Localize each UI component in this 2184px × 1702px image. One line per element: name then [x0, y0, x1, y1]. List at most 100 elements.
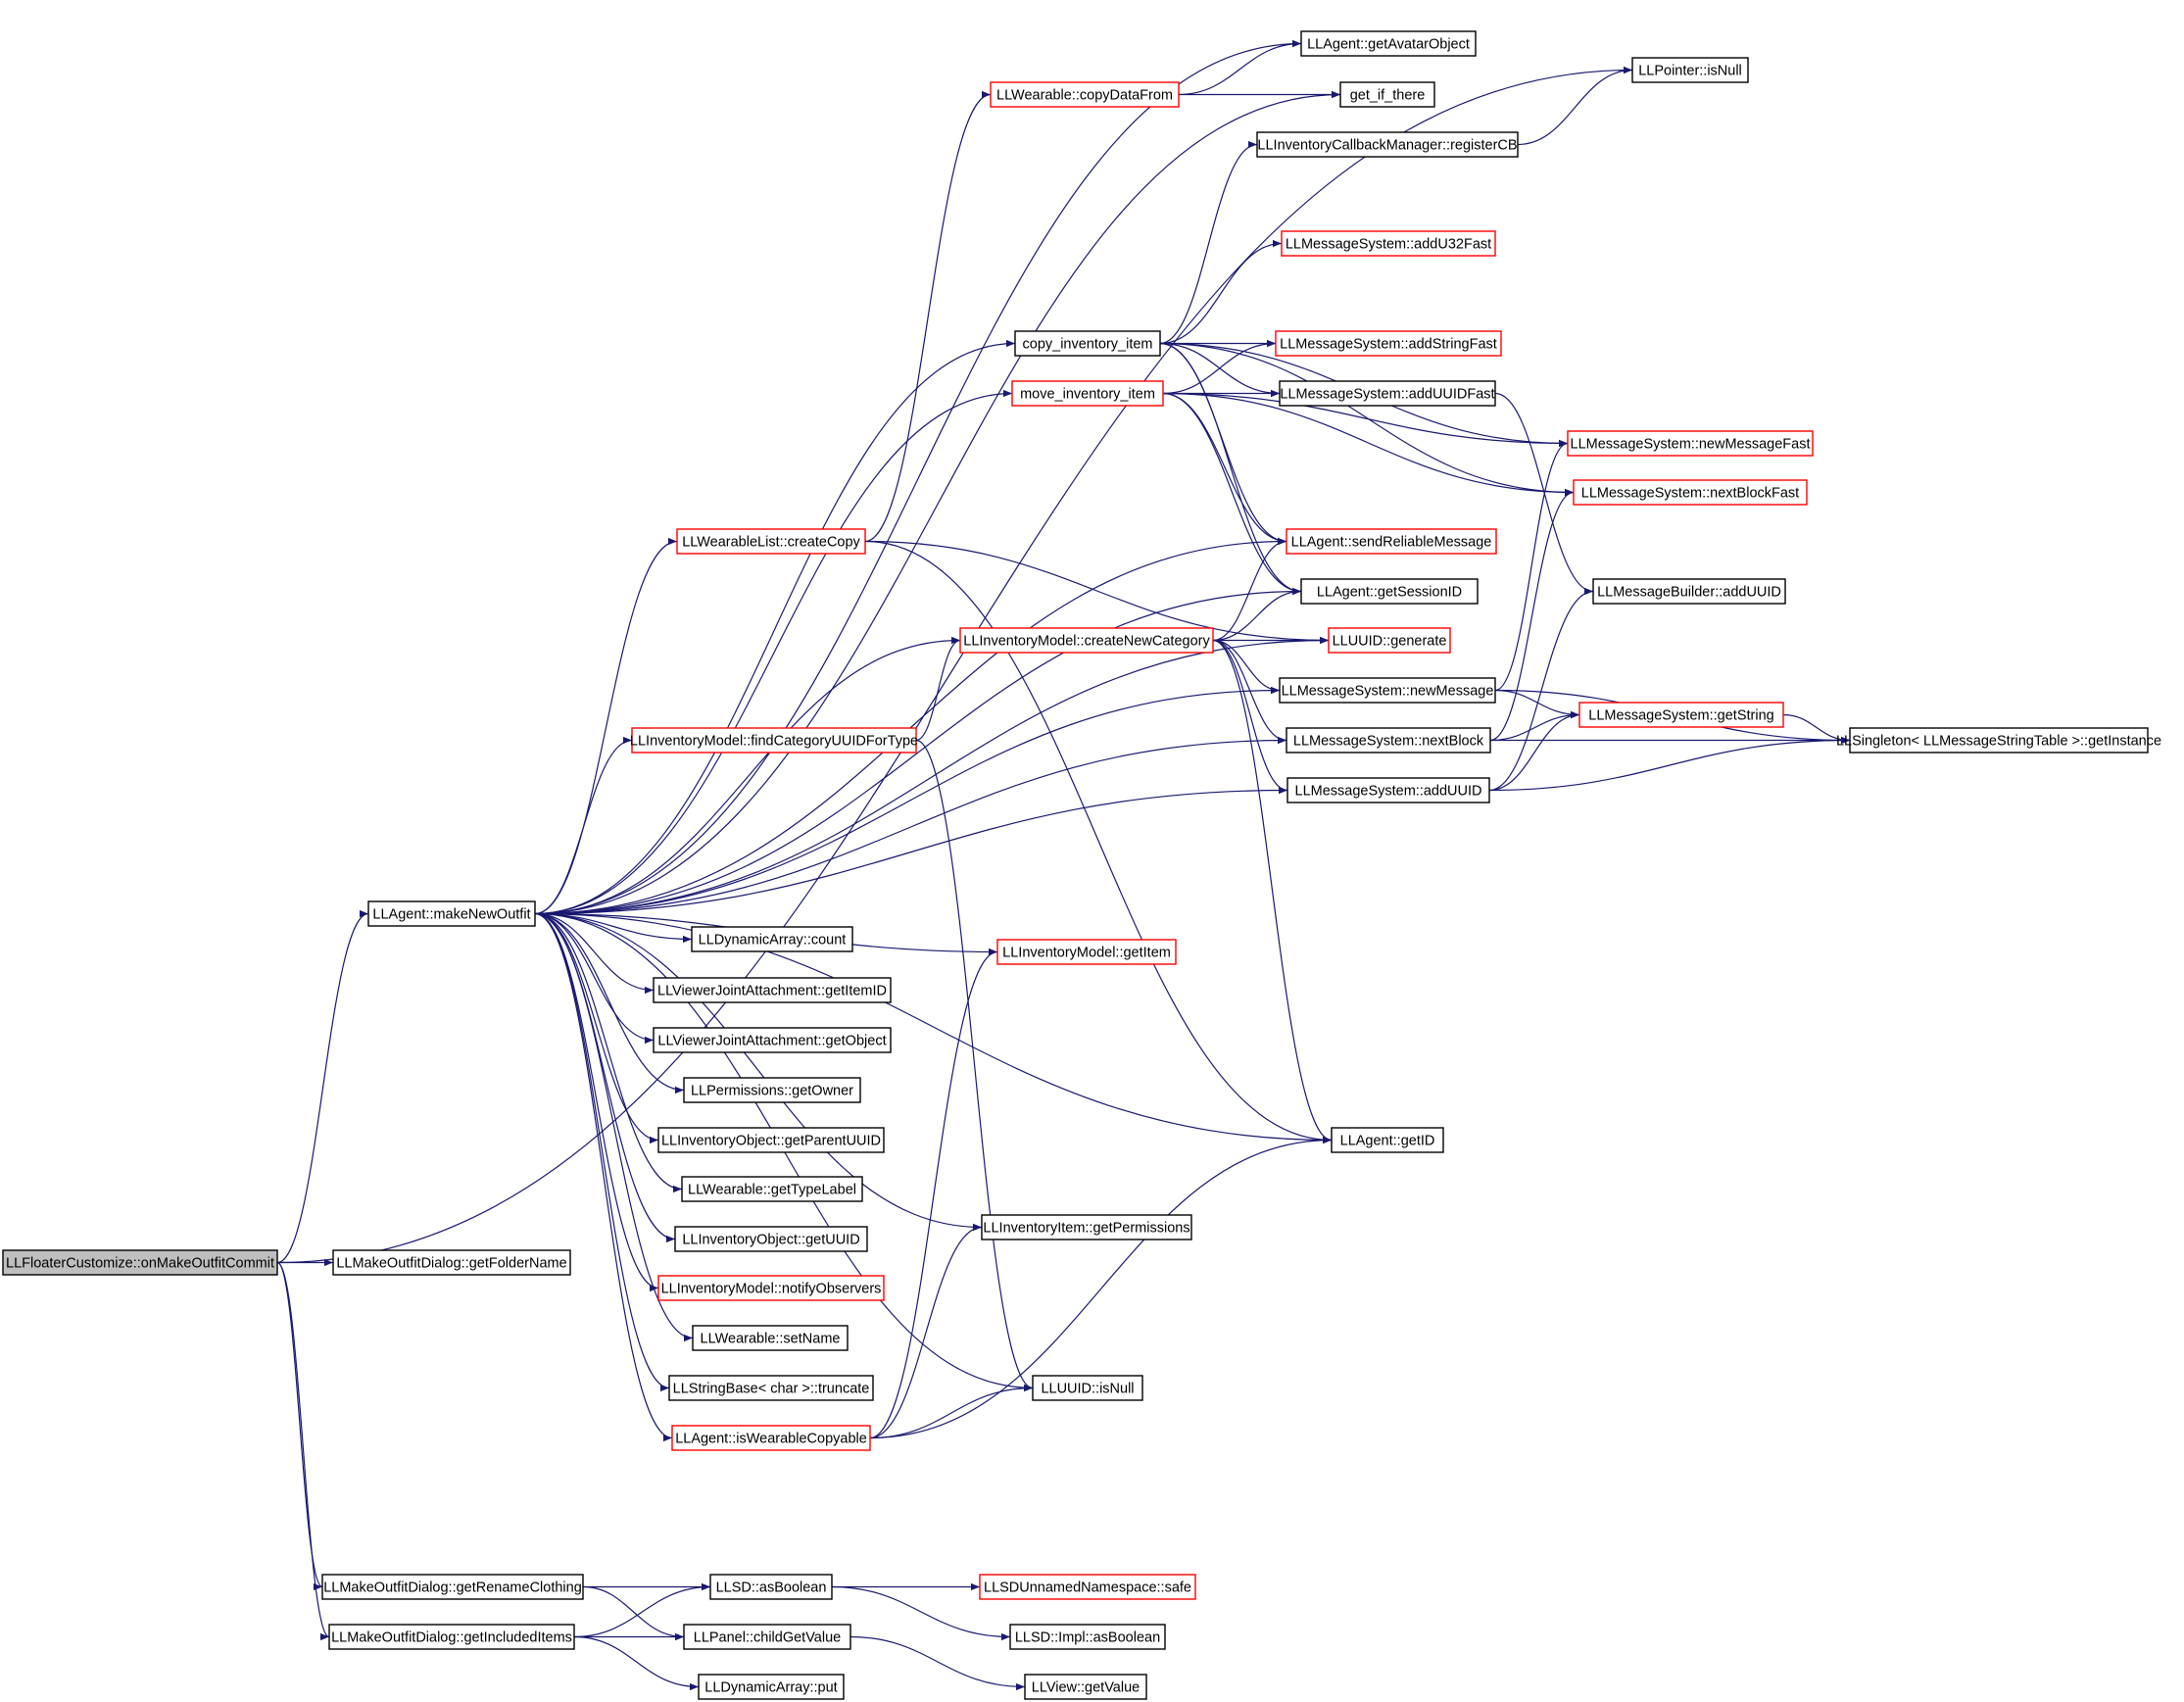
node-copyInventoryItem[interactable]: copy_inventory_item: [1014, 330, 1161, 357]
node-copyDataFrom[interactable]: LLWearable::copyDataFrom: [990, 81, 1180, 108]
edge-isWearableCopyable-to-getItem: [869, 948, 998, 1439]
node-newMessageFast[interactable]: LLMessageSystem::newMessageFast: [1567, 430, 1814, 457]
node-getOwner[interactable]: LLPermissions::getOwner: [683, 1077, 861, 1103]
node-truncate[interactable]: LLStringBase< char >::truncate: [668, 1375, 874, 1401]
node-getItem[interactable]: LLInventoryModel::getItem: [996, 939, 1177, 965]
node-label: LLMessageBuilder::addUUID: [1597, 585, 1781, 601]
node-box: [671, 1425, 871, 1451]
node-viewGetValue[interactable]: LLView::getValue: [1024, 1674, 1147, 1700]
edge-getRenameClothing-to-childGetValue: [582, 1585, 685, 1641]
node-setName[interactable]: LLWearable::setName: [692, 1325, 849, 1351]
node-box: [1011, 380, 1164, 407]
edge-makeNewOutfit-to-isWearableCopyable: [534, 912, 673, 1442]
node-getPermissions[interactable]: LLInventoryItem::getPermissions: [981, 1214, 1192, 1240]
node-root[interactable]: LLFloaterCustomize::onMakeOutfitCommit: [2, 1249, 278, 1276]
node-box: [1578, 702, 1784, 728]
node-newMessage[interactable]: LLMessageSystem::newMessage: [1279, 677, 1496, 704]
edge-getIncludedItems-to-dynPut: [573, 1635, 700, 1691]
edge-getString-to-getInstance: [1782, 713, 1851, 745]
node-getUUID[interactable]: LLInventoryObject::getUUID: [674, 1226, 868, 1252]
node-getTypeLabel[interactable]: LLWearable::getTypeLabel: [681, 1176, 863, 1202]
node-moveInventoryItem[interactable]: move_inventory_item: [1011, 380, 1164, 407]
node-getString[interactable]: LLMessageSystem::getString: [1578, 702, 1784, 728]
node-label: LLWearable::getTypeLabel: [688, 1183, 856, 1198]
node-ptrIsNull[interactable]: LLPointer::isNull: [1631, 57, 1749, 83]
node-getIncludedItems[interactable]: LLMakeOutfitDialog::getIncludedItems: [328, 1624, 575, 1650]
node-safe[interactable]: LLSDUnnamedNamespace::safe: [979, 1574, 1196, 1600]
node-notifyObservers[interactable]: LLInventoryModel::notifyObservers: [657, 1275, 885, 1301]
edge-copyInventoryItem-to-registerCB: [1159, 140, 1258, 345]
edge-msgAddUUID-to-builderAddUUID: [1488, 587, 1594, 792]
edge-nextBlock-to-nextBlockFast: [1489, 488, 1575, 742]
node-uuidIsNull[interactable]: LLUUID::isNull: [1032, 1375, 1143, 1401]
node-msgAddUUID[interactable]: LLMessageSystem::addUUID: [1286, 777, 1490, 803]
node-box: [683, 1077, 861, 1103]
node-getInstance[interactable]: LLSingleton< LLMessageStringTable >::get…: [1836, 727, 2161, 754]
node-createNewCategory[interactable]: LLInventoryModel::createNewCategory: [959, 627, 1214, 654]
edge-makeNewOutfit-to-getIfThere: [534, 90, 1341, 915]
edge-makeNewOutfit-to-newMessage: [534, 686, 1281, 915]
node-getRenameClothing[interactable]: LLMakeOutfitDialog::getRenameClothing: [321, 1574, 584, 1600]
node-box: [691, 926, 853, 952]
edge-createNewCategory-to-sendReliableMessage: [1212, 537, 1287, 642]
node-box: [692, 1325, 849, 1351]
node-label: LLFloaterCustomize::onMakeOutfitCommit: [6, 1256, 274, 1272]
node-nextBlock[interactable]: LLMessageSystem::nextBlock: [1286, 727, 1491, 754]
edge-findCategory-to-createNewCategory: [915, 636, 961, 742]
node-label: copy_inventory_item: [1023, 337, 1153, 353]
node-label: LLAgent::getAvatarObject: [1307, 37, 1470, 53]
edge-msgAddUUID-to-getInstance: [1488, 736, 1851, 792]
edge-root-to-getIncludedItems: [276, 1261, 330, 1640]
node-label: LLView::getValue: [1032, 1680, 1140, 1696]
edge-makeNewOutfit-to-msgAddUUID: [534, 786, 1288, 915]
node-box: [674, 1226, 868, 1252]
edge-createCopy-to-copyDataFrom: [864, 90, 992, 543]
node-addUUIDFast[interactable]: LLMessageSystem::addUUIDFast: [1279, 380, 1496, 407]
node-getAvatarObject[interactable]: LLAgent::getAvatarObject: [1300, 30, 1477, 57]
node-box: [996, 939, 1177, 965]
node-box: [1275, 330, 1502, 357]
edge-makeNewOutfit-to-moveInventoryItem: [534, 389, 1013, 915]
edge-childGetValue-to-viewGetValue: [849, 1635, 1026, 1691]
node-nextBlockFast[interactable]: LLMessageSystem::nextBlockFast: [1573, 479, 1808, 506]
edge-root-to-getRenameClothing: [276, 1261, 323, 1590]
node-addStringFast[interactable]: LLMessageSystem::addStringFast: [1275, 330, 1502, 357]
node-getFolderName[interactable]: LLMakeOutfitDialog::getFolderName: [332, 1249, 571, 1276]
node-createCopy[interactable]: LLWearableList::createCopy: [676, 528, 866, 555]
node-label: LLMessageSystem::nextBlock: [1293, 734, 1484, 750]
node-box: [1849, 727, 2149, 754]
node-dynPut[interactable]: LLDynamicArray::put: [698, 1674, 845, 1700]
node-getIfThere[interactable]: get_if_there: [1339, 81, 1435, 108]
node-box: [959, 627, 1214, 654]
edge-isWearableCopyable-to-uuidIsNull: [869, 1384, 1034, 1439]
node-box: [1300, 578, 1479, 605]
node-builderAddUUID[interactable]: LLMessageBuilder::addUUID: [1592, 578, 1786, 605]
node-makeNewOutfit[interactable]: LLAgent::makeNewOutfit: [367, 900, 536, 927]
node-findCategory[interactable]: LLInventoryModel::findCategoryUUIDForTyp…: [630, 727, 918, 754]
node-registerCB[interactable]: LLInventoryCallbackManager::registerCB: [1256, 131, 1519, 158]
edge-copyInventoryItem-to-getSessionID: [1159, 342, 1302, 596]
node-getObject[interactable]: LLViewerJointAttachment::getObject: [653, 1027, 892, 1053]
edge-createCopy-to-getID: [864, 540, 1333, 1144]
node-getParentUUID[interactable]: LLInventoryObject::getParentUUID: [657, 1127, 885, 1153]
node-getID[interactable]: LLAgent::getID: [1331, 1127, 1444, 1153]
node-label: LLMakeOutfitDialog::getFolderName: [336, 1256, 566, 1272]
node-uuidGenerate[interactable]: LLUUID::generate: [1328, 627, 1451, 654]
node-getSessionID[interactable]: LLAgent::getSessionID: [1300, 578, 1479, 605]
node-dynCount[interactable]: LLDynamicArray::count: [691, 926, 853, 952]
node-implAsBoolean[interactable]: LLSD::Impl::asBoolean: [1009, 1624, 1166, 1650]
node-label: LLInventoryCallbackManager::registerCB: [1257, 138, 1517, 154]
node-getItemID[interactable]: LLViewerJointAttachment::getItemID: [653, 977, 892, 1003]
node-addU32Fast[interactable]: LLMessageSystem::addU32Fast: [1281, 230, 1496, 257]
node-isWearableCopyable[interactable]: LLAgent::isWearableCopyable: [671, 1425, 871, 1451]
node-box: [1286, 727, 1491, 754]
node-asBoolean[interactable]: LLSD::asBoolean: [709, 1574, 833, 1600]
edge-makeNewOutfit-to-getTypeLabel: [534, 912, 683, 1193]
node-label: LLMessageSystem::addUUIDFast: [1280, 387, 1494, 403]
node-sendReliableMessage[interactable]: LLAgent::sendReliableMessage: [1286, 528, 1497, 555]
node-box: [1279, 677, 1496, 704]
node-box: [631, 727, 917, 754]
node-childGetValue[interactable]: LLPanel::childGetValue: [683, 1624, 851, 1650]
node-box: [981, 1214, 1192, 1240]
edge-getIncludedItems-to-asBoolean: [573, 1582, 711, 1638]
